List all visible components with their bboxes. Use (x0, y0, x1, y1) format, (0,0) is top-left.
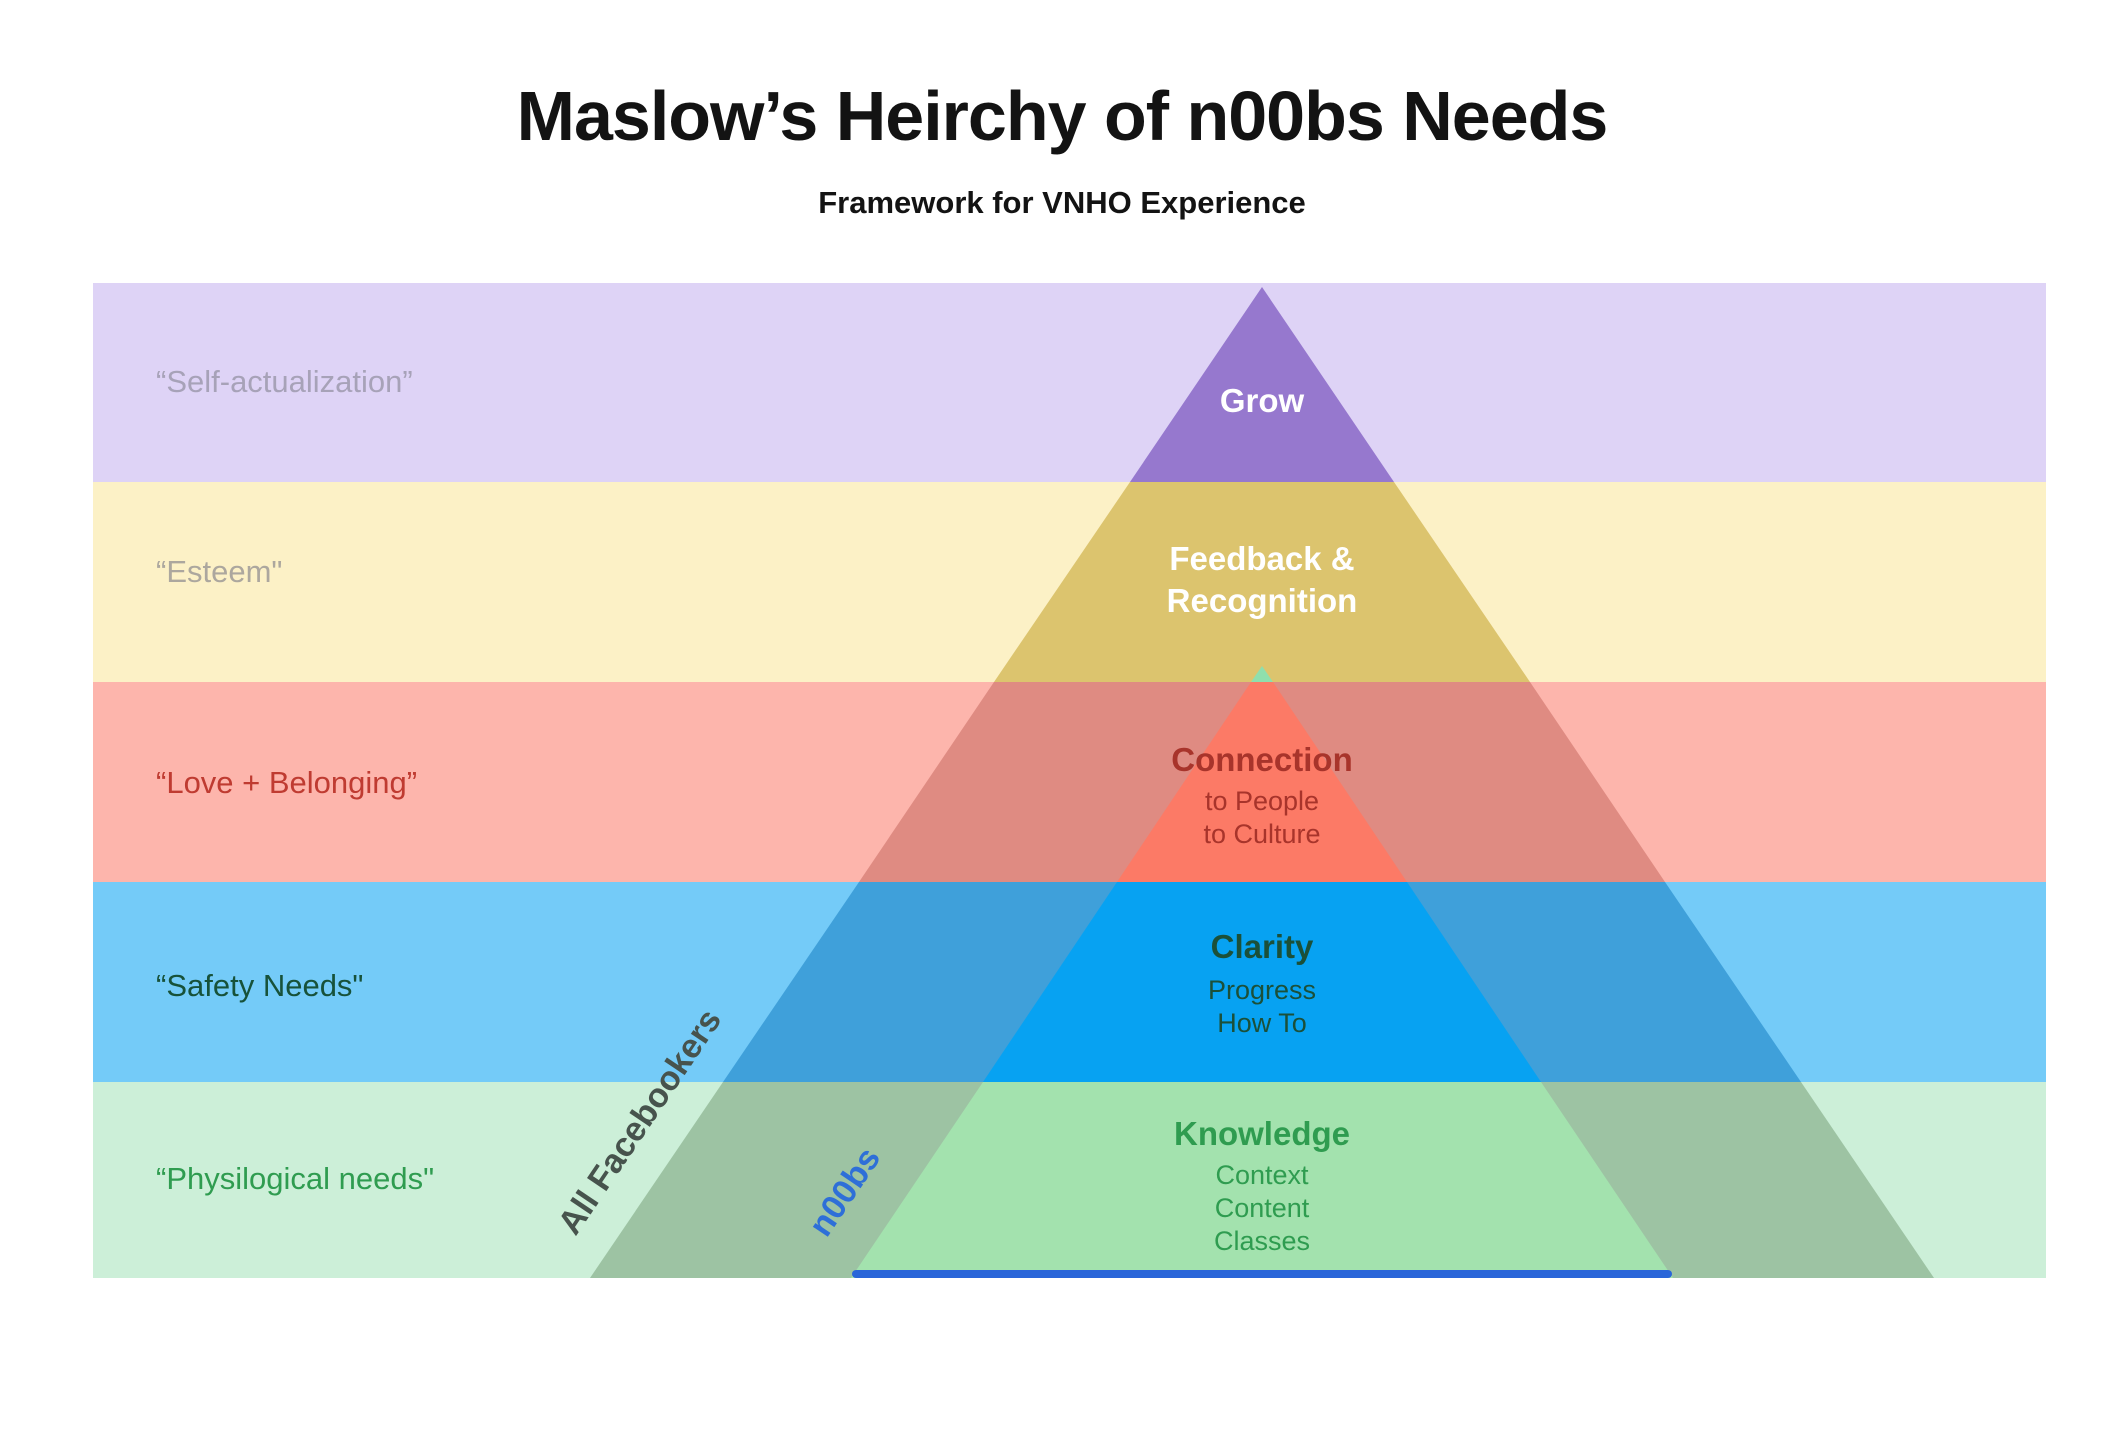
level-subline-content: Content (1215, 1193, 1310, 1223)
level-subline-to-culture: to Culture (1203, 819, 1320, 849)
level-heading-feedback: Feedback & (1169, 540, 1354, 577)
level-heading-knowledge: Knowledge (1174, 1115, 1350, 1152)
band-label-love-belonging: “Love + Belonging” (156, 765, 417, 800)
inner-pyramid-segment-clarity (983, 882, 1541, 1082)
page-subtitle: Framework for VNHO Experience (818, 185, 1306, 220)
band-label-self-actualization: “Self-actualization” (156, 364, 413, 399)
level-heading-clarity: Clarity (1211, 928, 1314, 965)
level-heading-recognition: Recognition (1167, 582, 1358, 619)
level-subline-progress: Progress (1208, 975, 1316, 1005)
level-heading-grow: Grow (1220, 382, 1305, 419)
band-self-actualization (93, 283, 2046, 482)
band-label-safety-needs: “Safety Needs" (156, 968, 363, 1003)
outer-pyramid-segment-esteem (994, 482, 1530, 682)
band-label-esteem: “Esteem" (156, 554, 282, 589)
outer-pyramid-tip-grow (1130, 287, 1394, 482)
level-subline-to-people: to People (1205, 786, 1319, 816)
level-subline-how-to: How To (1217, 1008, 1307, 1038)
level-subline-context: Context (1215, 1160, 1309, 1190)
inner-pyramid-segment-knowledge (851, 1082, 1673, 1278)
band-label-physiological-needs: “Physilogical needs" (156, 1161, 434, 1196)
inner-pyramid-tip (1251, 666, 1273, 682)
inner-pyramid-segment-connection (1117, 682, 1407, 882)
level-subline-classes: Classes (1214, 1226, 1310, 1256)
level-heading-connection: Connection (1171, 741, 1352, 778)
page-title: Maslow’s Heirchy of n00bs Needs (517, 77, 1608, 155)
